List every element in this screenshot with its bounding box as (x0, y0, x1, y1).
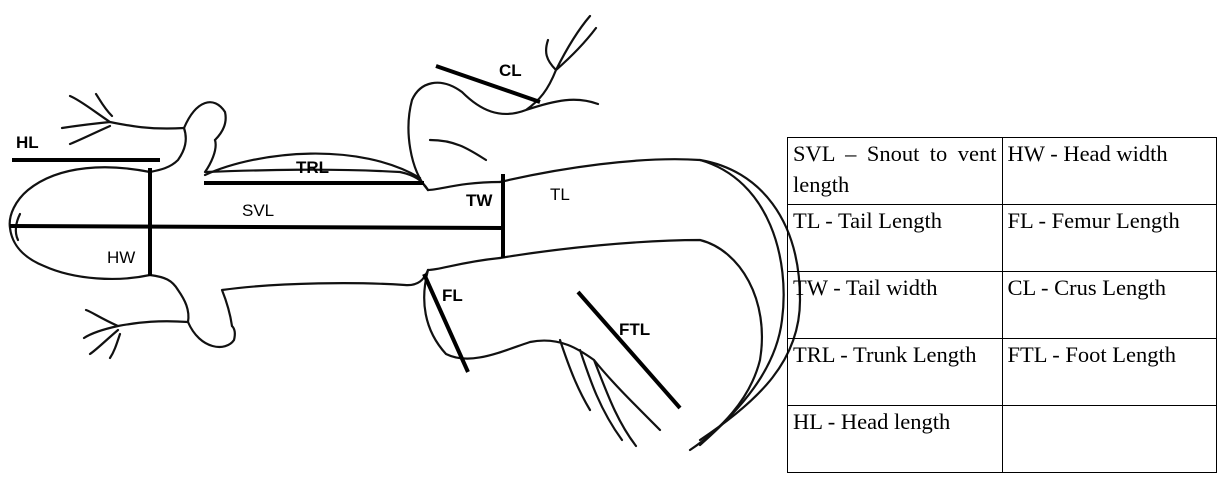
label-tw: TW (466, 191, 493, 210)
label-ftl: FTL (619, 320, 650, 339)
abbreviation-legend-table: SVL – Snout to vent length HW - Head wid… (787, 137, 1217, 473)
label-svl: SVL (242, 201, 274, 220)
label-fl: FL (442, 286, 463, 305)
label-hw: HW (107, 248, 135, 267)
legend-row: SVL – Snout to vent length HW - Head wid… (788, 138, 1217, 205)
legend-cell: HW - Head width (1002, 138, 1217, 205)
legend-cell: TL - Tail Length (788, 205, 1003, 272)
label-hl: HL (16, 133, 39, 152)
legend-row: TRL - Trunk Length FTL - Foot Length (788, 339, 1217, 406)
legend-cell: CL - Crus Length (1002, 272, 1217, 339)
legend-body: SVL – Snout to vent length HW - Head wid… (788, 138, 1217, 473)
legend-cell: HL - Head length (788, 406, 1003, 473)
legend-row: HL - Head length (788, 406, 1217, 473)
cl-line (436, 66, 540, 102)
ftl-line (578, 292, 680, 408)
svl-line (10, 226, 502, 228)
legend-cell: SVL – Snout to vent length (788, 138, 1003, 205)
label-cl: CL (499, 61, 522, 80)
legend-row: TL - Tail Length FL - Femur Length (788, 205, 1217, 272)
legend-cell (1002, 406, 1217, 473)
legend-cell: FTL - Foot Length (1002, 339, 1217, 406)
legend-cell: TRL - Trunk Length (788, 339, 1003, 406)
label-tl: TL (550, 185, 570, 204)
lizard-outline (10, 16, 800, 450)
legend-cell: TW - Tail width (788, 272, 1003, 339)
legend-row: TW - Tail width CL - Crus Length (788, 272, 1217, 339)
label-trl: TRL (296, 158, 329, 177)
legend-cell: FL - Femur Length (1002, 205, 1217, 272)
